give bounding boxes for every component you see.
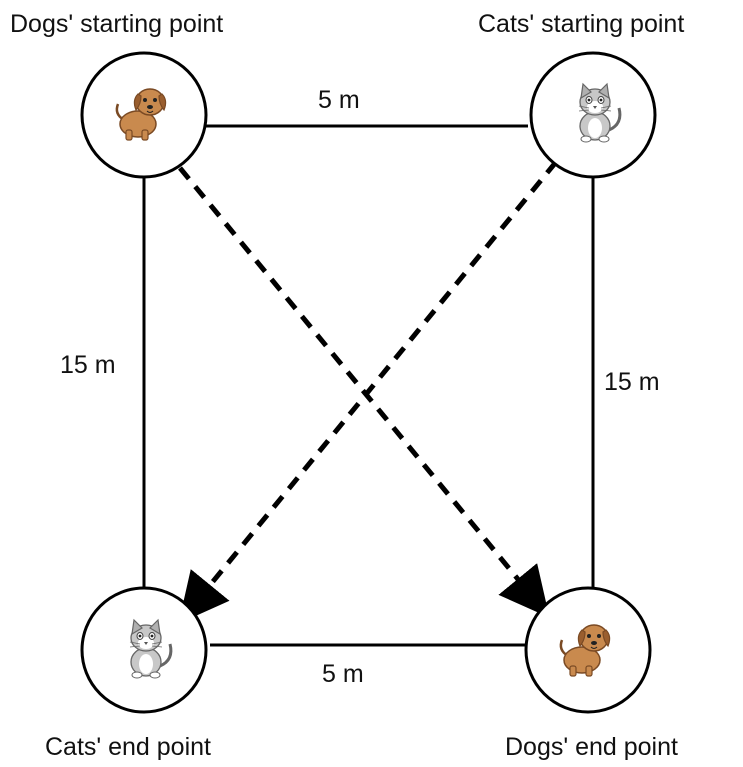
node-dogs-start bbox=[80, 51, 208, 179]
distance-top: 5 m bbox=[318, 86, 360, 114]
node-dogs-end bbox=[524, 586, 652, 714]
node-cats-end bbox=[80, 586, 208, 714]
dogs-end-label: Dogs' end point bbox=[505, 733, 678, 761]
cats-end-label: Cats' end point bbox=[45, 733, 211, 761]
dogs-start-label: Dogs' starting point bbox=[10, 10, 224, 38]
distance-left: 15 m bbox=[60, 351, 116, 379]
node-cats-start bbox=[529, 51, 657, 179]
distance-right: 15 m bbox=[604, 368, 660, 396]
distance-bottom: 5 m bbox=[322, 660, 364, 688]
cats-path-arrow bbox=[178, 160, 558, 624]
dogs-path-arrow bbox=[178, 166, 550, 618]
cats-start-label: Cats' starting point bbox=[478, 10, 685, 38]
